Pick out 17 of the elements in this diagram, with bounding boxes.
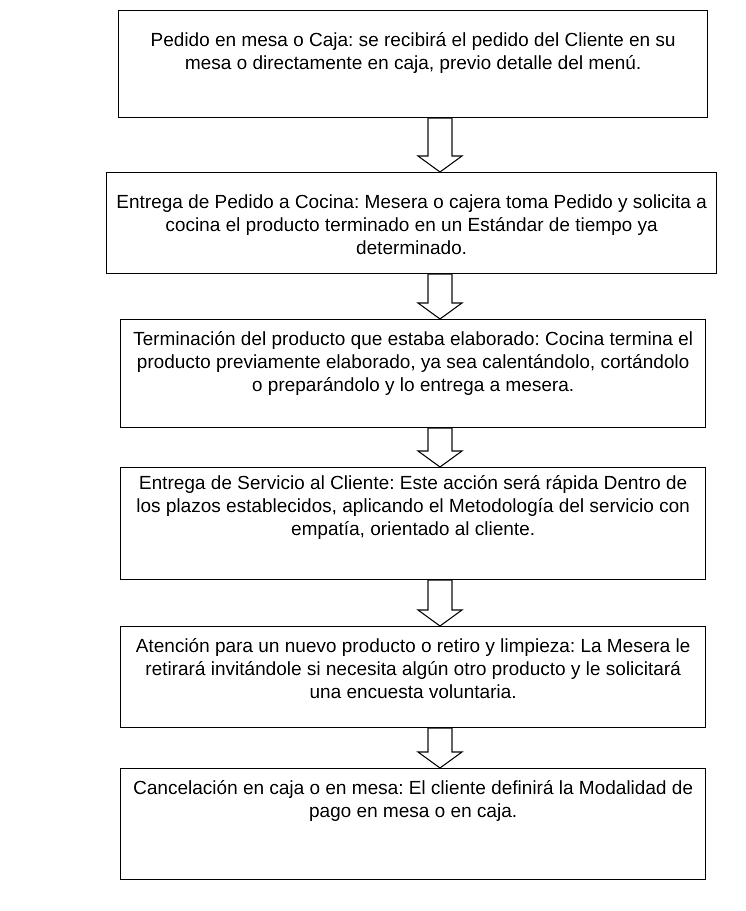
step-description: Terminación del producto que estaba elaborado: Cocina termina el producto previamente elaborado, ya sea calentándolo, cortándolo o preparándolo y lo entrega a mesera. bbox=[132, 328, 694, 397]
step-description: Entrega de Servicio al Cliente: Este acción será rápida Dentro de los plazos establecidos, aplicando el Metodología del servicio con empatía, orientado al cliente. bbox=[135, 472, 691, 541]
process-box bbox=[118, 10, 708, 118]
process-box bbox=[120, 626, 706, 728]
step-description: Pedido en mesa o Caja: se recibirá el pedido del Cliente en su mesa o directamente en caja, previo detalle del menú. bbox=[150, 29, 676, 75]
process-box bbox=[106, 172, 717, 274]
process-box bbox=[120, 319, 706, 428]
hollow-arrow bbox=[416, 273, 464, 320]
step-description: Entrega de Pedido a Cocina: Mesera o cajera toma Pedido y solicita a cocina el producto terminado en un Estándar de tiempo ya determinado. bbox=[115, 191, 708, 260]
hollow-arrow bbox=[416, 727, 464, 769]
step-description: Cancelación en caja o en mesa: El cliente definirá la Modalidad de pago en mesa o en caja. bbox=[132, 777, 694, 823]
step-description: Atención para un nuevo producto o retiro y limpieza: La Mesera le retirará invitándole si necesita algún otro producto y le solicitará una encuesta voluntaria. bbox=[134, 635, 692, 704]
hollow-arrow bbox=[416, 117, 464, 173]
process-box bbox=[120, 467, 706, 580]
hollow-arrow bbox=[416, 427, 464, 468]
hollow-arrow bbox=[416, 579, 464, 627]
process-box bbox=[120, 768, 706, 880]
